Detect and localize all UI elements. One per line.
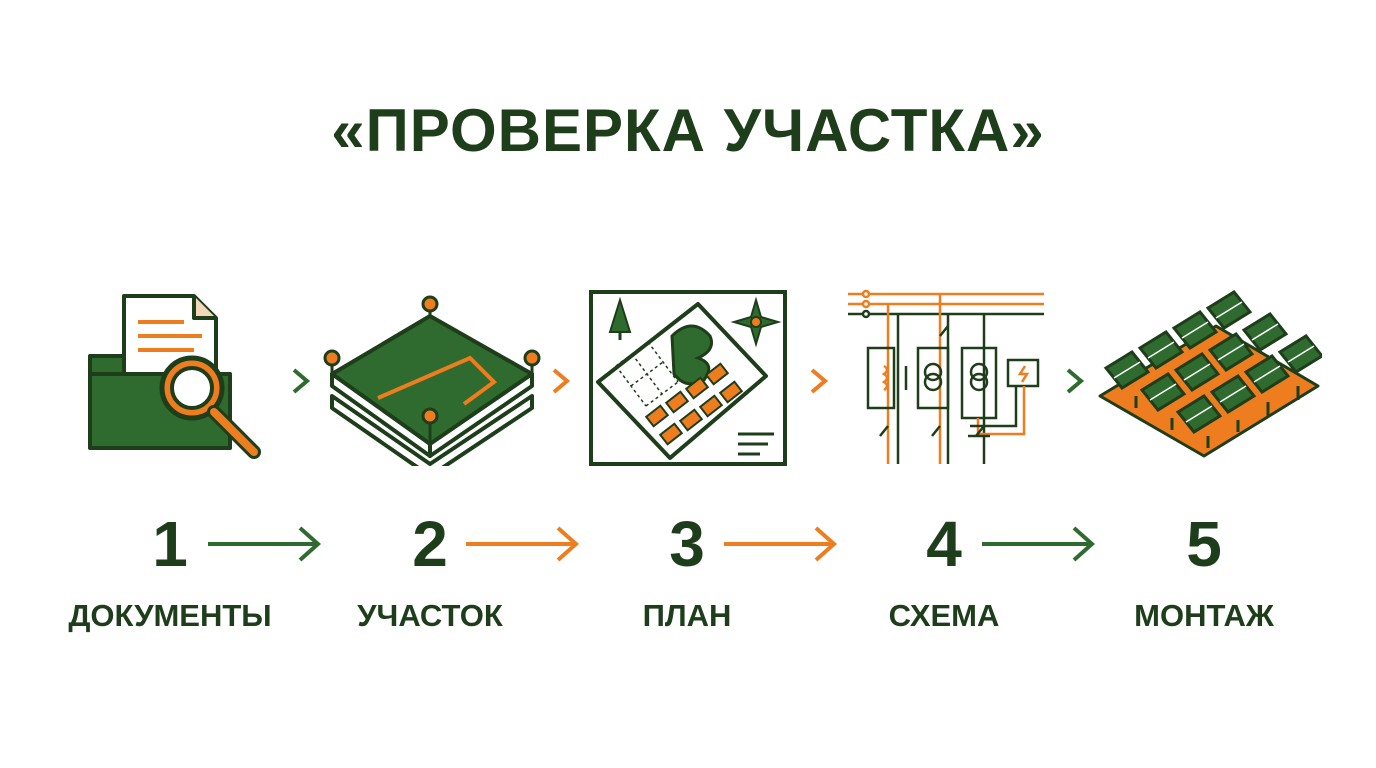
arrow-right-icon	[978, 524, 1098, 564]
site-plan-map-icon	[588, 286, 788, 466]
folder-search-icon	[84, 286, 274, 466]
arrow-right-icon	[204, 524, 324, 564]
arrow-right-icon	[462, 524, 582, 564]
chevron-right-icon	[550, 366, 572, 396]
step-label-scheme: СХЕМА	[888, 598, 1000, 633]
step-number: 5	[1186, 508, 1222, 580]
step-label-plot: УЧАСТОК	[357, 598, 503, 633]
step-number: 2	[412, 508, 448, 580]
step-label-installation: МОНТАЖ	[1134, 598, 1274, 633]
step-label-plan: ПЛАН	[642, 598, 732, 633]
step-number: 4	[926, 508, 962, 580]
chevron-right-icon	[290, 366, 312, 396]
solar-panels-icon	[1096, 286, 1322, 466]
arrow-right-icon	[720, 524, 840, 564]
electrical-scheme-icon	[844, 286, 1054, 466]
land-plot-icon	[322, 286, 542, 466]
step-label-documents: ДОКУМЕНТЫ	[68, 598, 272, 633]
chevron-right-icon	[1064, 366, 1086, 396]
step-number: 3	[669, 508, 705, 580]
chevron-right-icon	[808, 366, 830, 396]
step-number: 1	[152, 508, 188, 580]
page-title: «ПРОВЕРКА УЧАСТКА»	[331, 97, 1045, 164]
